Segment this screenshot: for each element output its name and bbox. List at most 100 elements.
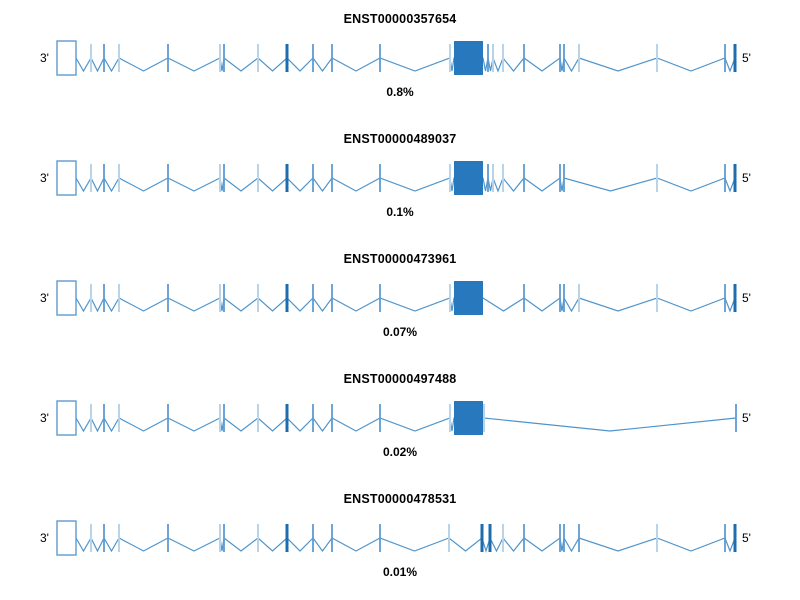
five-prime-label: 5'	[742, 291, 751, 305]
exon-tick	[118, 164, 120, 192]
terminal-exon-box	[56, 280, 77, 316]
exon-tick	[219, 164, 221, 192]
isoform-diagram	[56, 40, 737, 76]
exon-tick	[559, 524, 561, 552]
exon-tick	[578, 44, 580, 72]
exon-tick	[257, 284, 259, 312]
exon-tick	[257, 44, 259, 72]
exon-tick	[103, 44, 105, 72]
exon-tick	[487, 164, 489, 192]
three-prime-label: 3'	[40, 411, 49, 425]
exon-tick	[733, 44, 737, 72]
five-prime-label: 5'	[742, 171, 751, 185]
exon-tick	[219, 284, 221, 312]
exon-tick	[724, 284, 726, 312]
exon-tick	[492, 44, 494, 72]
exon-tick	[118, 284, 120, 312]
exon-tick	[502, 44, 504, 72]
exon-tick	[331, 164, 333, 192]
exon-tick	[223, 284, 225, 312]
exon-tick	[90, 524, 92, 552]
exon-tick	[449, 44, 451, 72]
exon-tick	[724, 164, 726, 192]
exon-tick	[563, 284, 565, 312]
exon-tick	[578, 524, 580, 552]
abundance-label: 0.01%	[382, 565, 418, 579]
exon-tick	[449, 404, 451, 432]
abundance-label: 0.1%	[386, 205, 414, 219]
exon-tick	[285, 164, 289, 192]
exon-tick	[257, 404, 259, 432]
abundance-label: 0.02%	[382, 445, 418, 459]
exon-tick	[257, 524, 259, 552]
intron-line	[75, 175, 736, 193]
abundance-label: 0.07%	[382, 325, 418, 339]
exon-tick	[90, 404, 92, 432]
exon-tick	[223, 164, 225, 192]
highlighted-exon-box	[454, 41, 483, 75]
exon-tick	[502, 524, 504, 552]
five-prime-label: 5'	[742, 51, 751, 65]
three-prime-label: 3'	[40, 171, 49, 185]
exon-tick	[90, 164, 92, 192]
isoform-diagram	[56, 280, 737, 316]
transcript-id: ENST00000357654	[343, 12, 457, 26]
five-prime-label: 5'	[742, 531, 751, 545]
exon-tick	[312, 44, 314, 72]
exon-tick	[733, 284, 737, 312]
highlighted-exon-box	[454, 281, 483, 315]
exon-tick	[656, 44, 658, 72]
exon-tick	[733, 164, 737, 192]
exon-tick	[219, 524, 221, 552]
exon-tick	[312, 284, 314, 312]
three-prime-label: 3'	[40, 291, 49, 305]
exon-tick	[449, 284, 451, 312]
exon-tick	[312, 404, 314, 432]
exon-tick	[488, 524, 492, 552]
transcript-id: ENST00000497488	[343, 372, 457, 386]
exon-tick	[735, 404, 737, 432]
highlighted-exon-box	[454, 161, 483, 195]
exon-tick	[285, 44, 289, 72]
intron-line	[75, 536, 736, 554]
terminal-exon-box	[56, 40, 77, 76]
transcript-id: ENST00000478531	[343, 492, 457, 506]
exon-tick	[502, 164, 504, 192]
exon-tick	[167, 404, 169, 432]
exon-tick	[103, 164, 105, 192]
highlighted-exon-box	[454, 401, 483, 435]
exon-tick	[523, 164, 525, 192]
exon-tick	[523, 44, 525, 72]
terminal-exon-box	[56, 160, 77, 196]
intron-line	[75, 296, 736, 313]
exon-tick	[219, 44, 221, 72]
exon-tick	[449, 164, 451, 192]
exon-tick	[379, 164, 381, 192]
exon-tick	[483, 404, 485, 432]
exon-tick	[90, 284, 92, 312]
exon-tick	[379, 524, 381, 552]
exon-tick	[724, 524, 726, 552]
exon-tick	[523, 284, 525, 312]
isoform-diagram	[56, 520, 737, 556]
exon-tick	[312, 524, 314, 552]
intron-line	[75, 416, 737, 433]
isoform-diagram	[56, 400, 737, 436]
exon-tick	[656, 164, 658, 192]
intron-line	[75, 55, 736, 73]
exon-tick	[118, 524, 120, 552]
exon-tick	[118, 404, 120, 432]
exon-tick	[559, 284, 561, 312]
exon-tick	[733, 524, 737, 552]
exon-tick	[103, 284, 105, 312]
exon-tick	[448, 524, 450, 552]
exon-tick	[285, 284, 289, 312]
exon-tick	[379, 284, 381, 312]
exon-tick	[563, 44, 565, 72]
exon-tick	[167, 524, 169, 552]
exon-tick	[578, 284, 580, 312]
